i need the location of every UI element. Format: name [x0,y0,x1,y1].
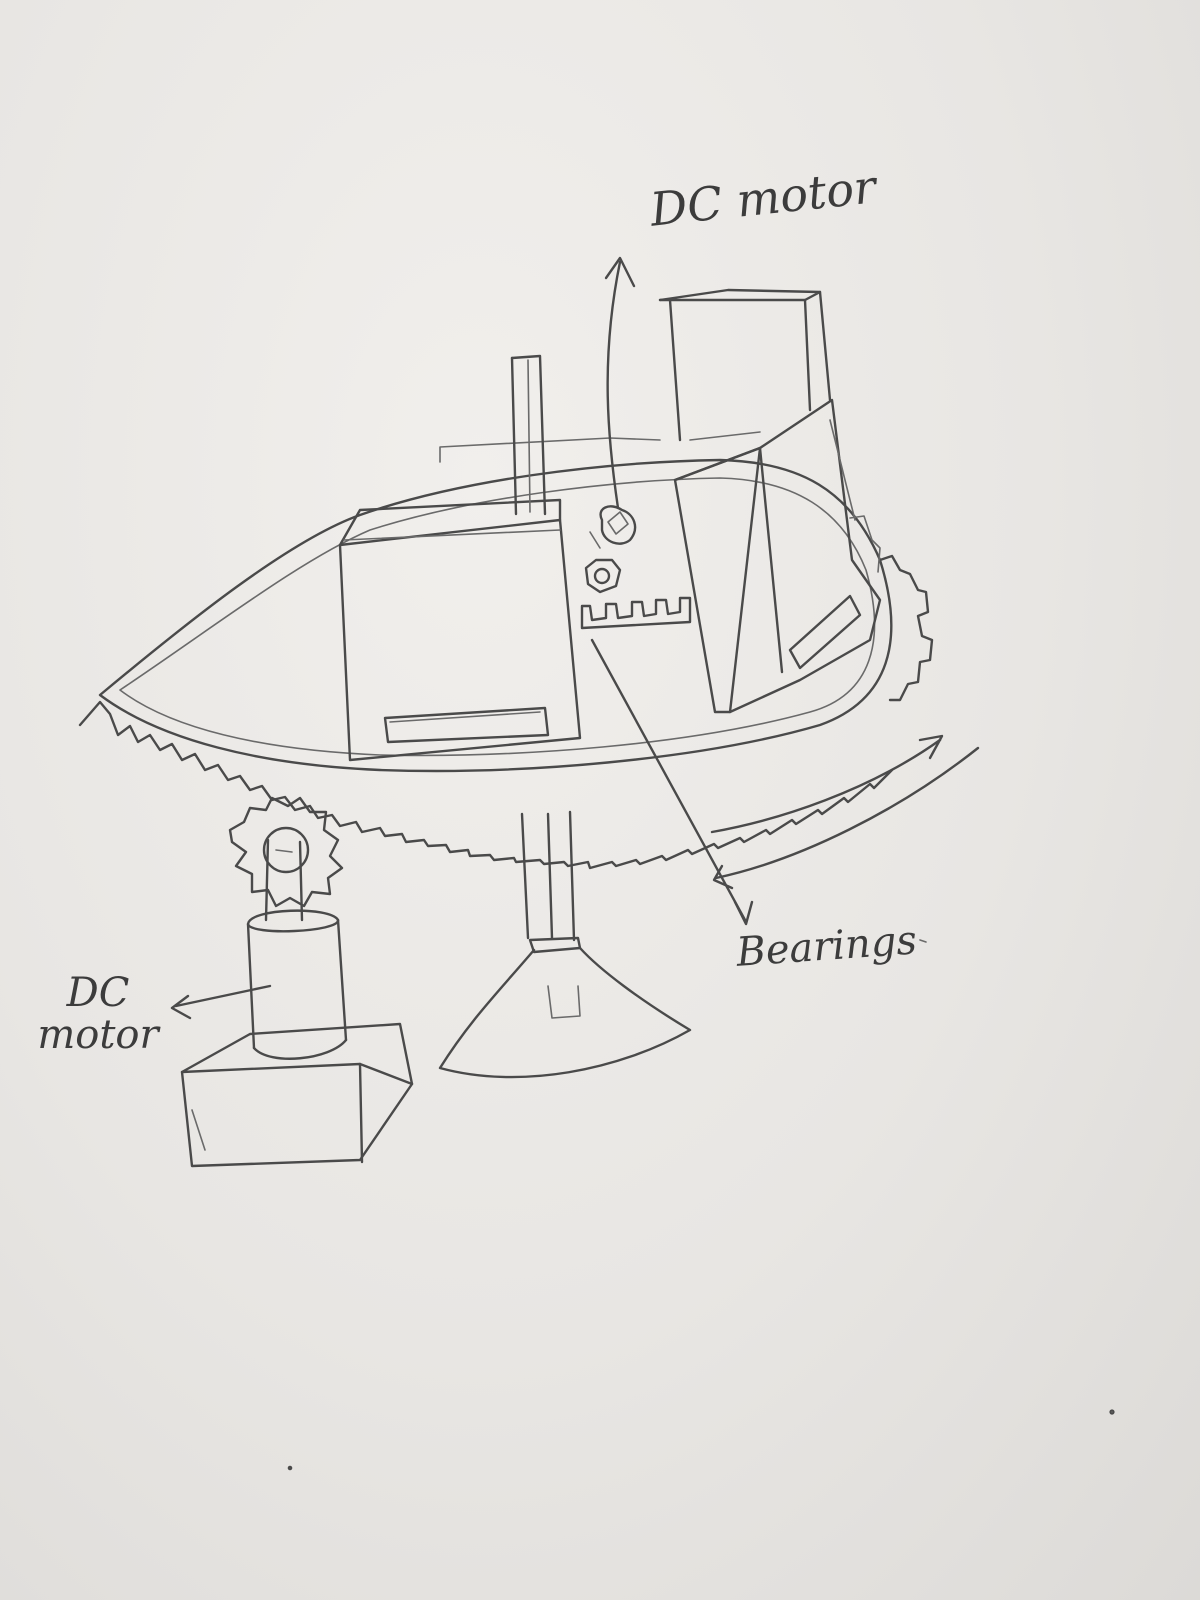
label-dc-motor-left: DC motor [28,972,168,1056]
center-support [440,812,690,1077]
stray-marks [289,940,1114,1469]
left-box [340,500,580,760]
arrow-dc-motor-left [172,986,270,1018]
vertical-shaft [512,356,545,514]
arrow-bearings [592,640,752,924]
rotating-platform [100,432,891,771]
arrow-dc-motor-top [606,258,634,508]
right-lower-box [675,400,880,712]
lower-dc-motor [182,840,412,1166]
small-gear-and-rack [582,506,690,628]
rotation-arrows [712,736,978,888]
ring-gear [80,556,932,868]
